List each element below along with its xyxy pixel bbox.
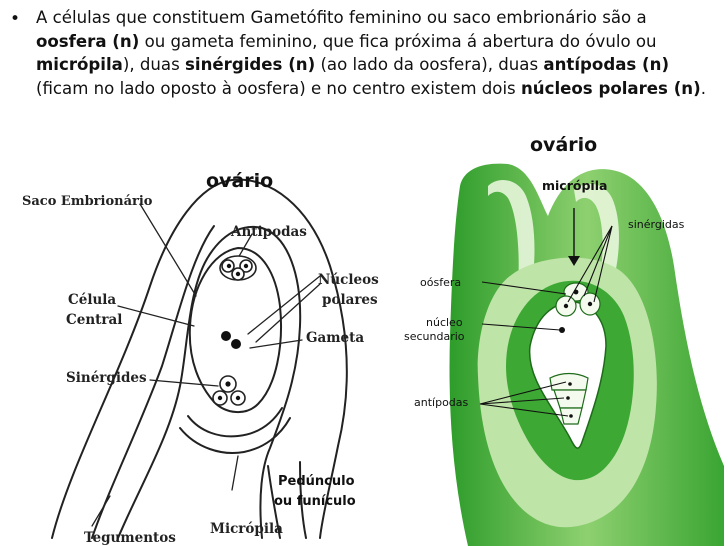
right-micropila-label: micrópila (542, 178, 608, 193)
oosfera-label: oósfera (420, 276, 462, 289)
term-micropila: micrópila (36, 55, 123, 74)
left-micropila-label: Micrópila (210, 521, 283, 537)
right-antipodas-label: antípodas (414, 396, 469, 409)
funiculo-label: ou funículo (274, 494, 356, 509)
polares-label: polares (322, 292, 378, 308)
term-antipodas: antípodas (n) (543, 55, 670, 74)
text-part: ), duas (122, 55, 186, 74)
term-oosfera: oosfera (n) (36, 31, 140, 51)
text-part: . (700, 78, 706, 98)
left-ovario-label: ovário (206, 170, 274, 192)
term-nucleos-polares: núcleos polares (n) (520, 78, 701, 98)
sinergides-label: Sinérgides (66, 370, 147, 386)
text-part: A células que constituem Gametófito femi… (36, 8, 647, 27)
right-ovule-diagram (449, 163, 724, 546)
term-sinergides: sinérgides (n) (185, 55, 316, 74)
nucleos-label: Núcleos (318, 272, 379, 288)
tegumentos-label: Tegumentos (84, 530, 176, 546)
bullet-marker: • (10, 9, 21, 29)
bullet-paragraph: • A células que constituem Gametófito fe… (10, 6, 722, 100)
right-ovario-label: ovário (530, 134, 598, 156)
text-part: (ao lado da oosfera), duas (315, 55, 544, 74)
saco-embrionario-label: Saco Embrionário (22, 194, 153, 209)
bullet-text: A células que constituem Gametófito femi… (36, 6, 722, 100)
gameta-label: Gameta (306, 330, 365, 346)
central-label: Central (66, 312, 123, 328)
sinergidas-label: sinérgidas (628, 218, 685, 231)
text-part: ou gameta feminino, que fica próxima á a… (139, 31, 657, 51)
left-ovule-diagram (51, 178, 348, 539)
secundario-label: secundario (404, 330, 465, 343)
text-part: (ficam no lado oposto à oosfera) e no ce… (36, 78, 521, 98)
pedunculo-label: Pedúnculo (278, 474, 355, 489)
celula-label: Célula (68, 292, 117, 308)
nucleo-label: núcleo (426, 316, 463, 329)
antipodas-label: Antipodas (231, 224, 307, 240)
